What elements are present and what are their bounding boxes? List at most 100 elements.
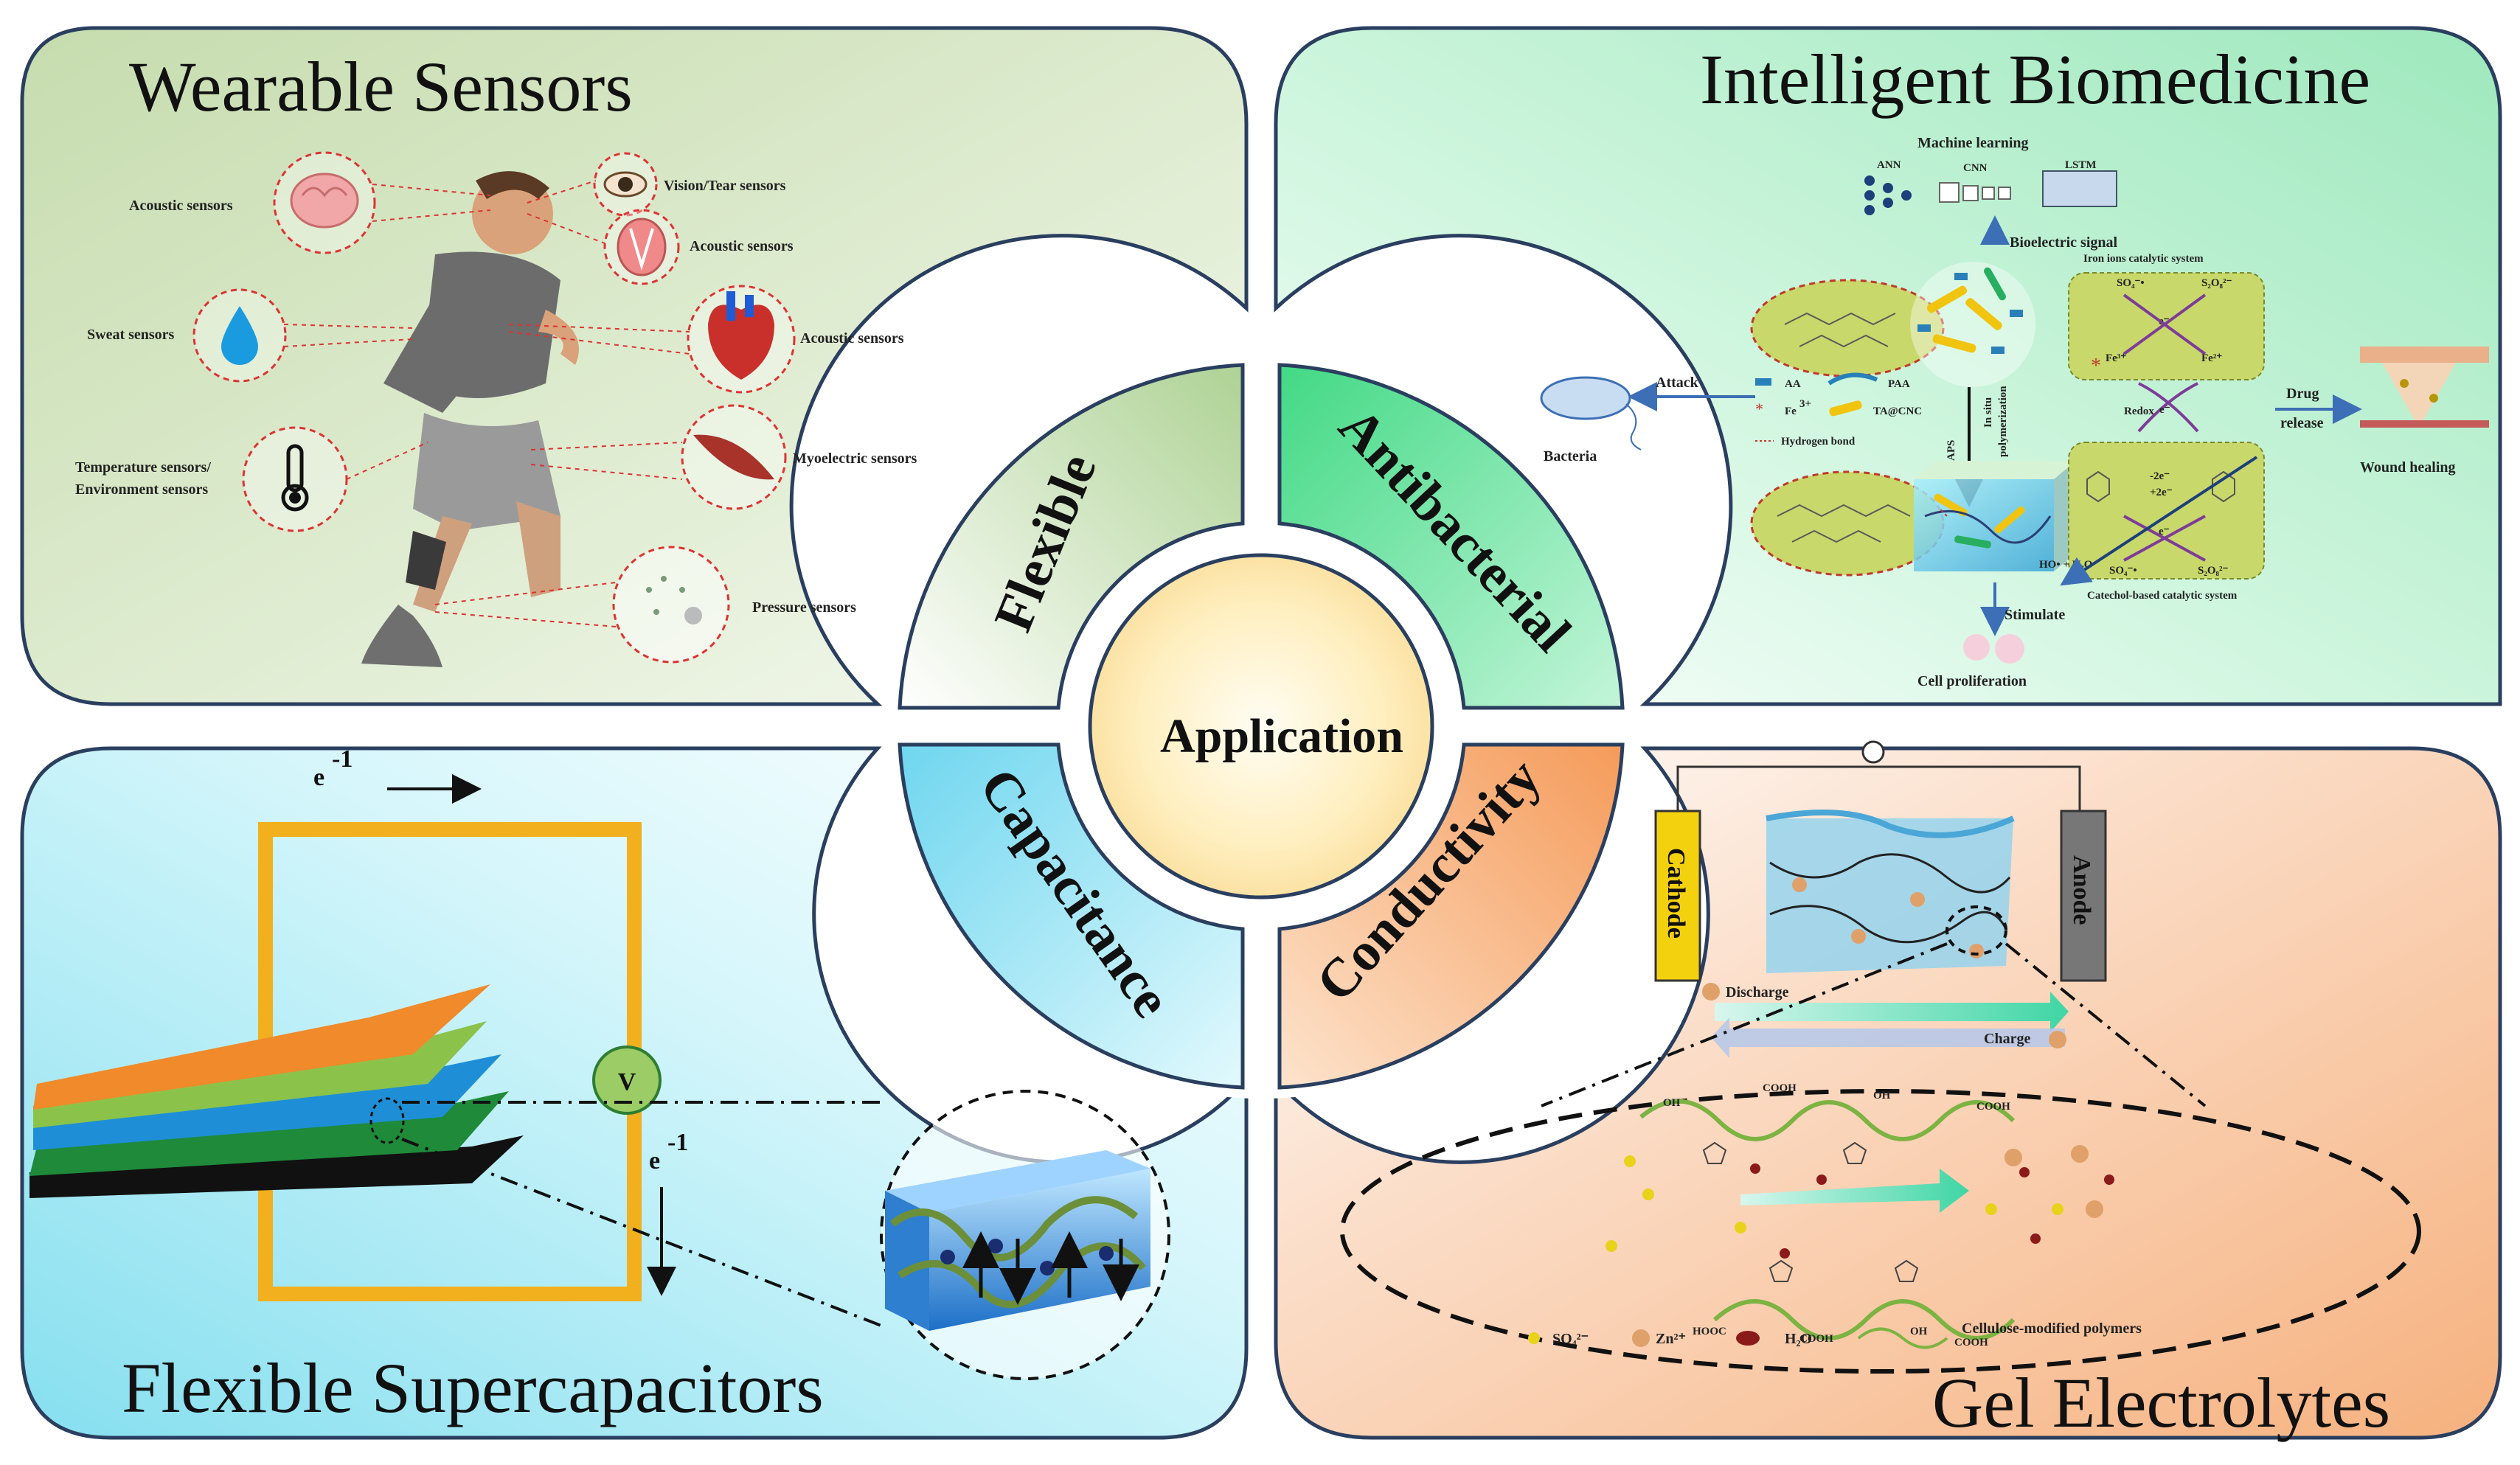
label-insitu-1: In situ xyxy=(1982,397,1994,428)
cnn-blocks xyxy=(1939,182,2011,203)
sensor-eye xyxy=(593,152,658,217)
redox-e: e⁻ xyxy=(2159,404,2170,416)
label-bacteria: Bacteria xyxy=(1544,448,1597,464)
legend-aa: AA xyxy=(1785,378,1801,390)
iron-fe3: Fe³⁺ xyxy=(2106,352,2126,364)
anode-label: Anode xyxy=(2068,855,2095,925)
label-acoustic-heart: Acoustic sensors xyxy=(800,330,904,347)
electrode-stack xyxy=(29,984,524,1198)
label-aps: APS xyxy=(1945,440,1957,461)
sensor-temperature xyxy=(242,426,348,532)
gel-zoom-ellipse xyxy=(1340,1089,2421,1374)
label-wound: Wound healing xyxy=(2360,459,2456,476)
label-catechol-system: Catechol-based catalytic system xyxy=(2087,590,2238,602)
cathode-bar xyxy=(1654,810,1701,982)
label-acoustic-left: Acoustic sensors xyxy=(129,198,233,214)
legend-fe-sup: 3+ xyxy=(1799,398,1811,410)
sensor-pressure xyxy=(612,546,730,664)
catechol-minus2e: -2e⁻ xyxy=(2150,470,2170,482)
anode-bar xyxy=(2060,810,2107,982)
chain-oh-3: OH xyxy=(1910,1326,1928,1337)
label-stimulate: Stimulate xyxy=(2004,607,2065,623)
charge-arrow xyxy=(1711,1017,2065,1058)
label-insitu-2: polymerization xyxy=(1997,386,2009,457)
label-acoustic-throat: Acoustic sensors xyxy=(690,238,794,254)
electron-mid: e xyxy=(649,1147,660,1175)
chain-cooh-3: COOH xyxy=(1799,1333,1833,1345)
ring-segment-flexible xyxy=(898,363,1245,710)
biomedicine-section: Intelligent Biomedicine Machine learning… xyxy=(1540,40,2489,689)
ring-segment-capacitance xyxy=(898,742,1245,1090)
label-charge: Charge xyxy=(1984,1031,2030,1047)
catechol-system-box xyxy=(2068,442,2265,580)
application-ring: Application Flexible Antibacterial Capac… xyxy=(889,354,1634,1099)
label-redox: Redox xyxy=(2124,406,2154,417)
legend-so4: SO₄²⁻ xyxy=(1552,1331,1589,1347)
lstm-block xyxy=(2042,170,2117,207)
electron-top-sup: -1 xyxy=(332,745,353,773)
label-drug-2: release xyxy=(2280,415,2324,431)
chain-cooh-1: COOH xyxy=(1763,1082,1797,1094)
bulb-icon xyxy=(1861,740,1885,764)
label-lstm: LSTM xyxy=(2065,159,2097,171)
legend-fe-star: * xyxy=(1755,400,1763,418)
gel-cube xyxy=(1914,461,2076,571)
sensor-heart xyxy=(687,285,796,394)
catechol-s2o8: S₂O₈²⁻ xyxy=(2198,565,2229,577)
chain-cooh-2: COOH xyxy=(1976,1101,2010,1113)
gel-title: Gel Electrolytes xyxy=(1932,1363,2390,1442)
sensor-connectors xyxy=(283,180,690,627)
iron-star: * xyxy=(2091,355,2101,377)
ion-flow-arrow xyxy=(1740,1169,1969,1213)
chain-oh-2: OH xyxy=(1873,1090,1891,1102)
wearable-title: Wearable Sensors xyxy=(129,47,633,126)
biomed-title: Intelligent Biomedicine xyxy=(1700,40,2370,119)
polymer-chain-top xyxy=(1639,1099,2016,1141)
electron-mid-sup: -1 xyxy=(667,1129,688,1156)
ions xyxy=(1606,1145,2114,1259)
polymer-chain-bottom xyxy=(1712,1299,2016,1340)
catechol-so4: SO₄⁻• xyxy=(2109,565,2137,577)
nanorods xyxy=(1917,267,2023,354)
label-iron-system: Iron ions catalytic system xyxy=(2083,253,2204,265)
label-vision: Vision/Tear sensors xyxy=(664,178,786,194)
ann-network xyxy=(1864,175,1912,215)
runner-figure xyxy=(361,171,579,667)
iron-fe2: Fe²⁺ xyxy=(2201,352,2222,364)
legend-paa: PAA xyxy=(1888,378,1910,390)
sensor-throat xyxy=(603,209,680,285)
sensor-sweat xyxy=(192,288,287,383)
voltmeter-label: V xyxy=(618,1068,636,1096)
label-pressure: Pressure sensors xyxy=(752,599,856,616)
legend-h2o: H₂O xyxy=(1785,1331,1812,1347)
sensor-brain xyxy=(273,151,376,254)
gel-electrolyte-section: Gel Electrolytes Cathode Anode Discharge… xyxy=(1340,740,2421,1442)
zoom-source-ellipse xyxy=(369,1097,405,1144)
iron-so4: SO₄⁻• xyxy=(2117,277,2145,289)
center-circle xyxy=(1088,553,1434,899)
discharge-arrow xyxy=(1715,992,2069,1032)
label-sweat: Sweat sensors xyxy=(87,327,175,343)
label-bioelectric: Bioelectric signal xyxy=(2010,234,2118,251)
label-myoelectric: Myoelectric sensors xyxy=(793,450,917,467)
label-attack: Attack xyxy=(1656,375,1699,391)
supercap-title: Flexible Supercapacitors xyxy=(122,1349,824,1427)
label-drug-1: Drug xyxy=(2286,386,2319,402)
ring-segment-antibacterial xyxy=(1277,363,1625,710)
label-cnn: CNN xyxy=(1963,162,1988,174)
label-ann: ANN xyxy=(1877,159,1901,171)
sensor-muscle xyxy=(681,404,787,510)
voltmeter xyxy=(592,1045,662,1115)
wearable-sensors-section: Wearable Sensors Acoustic sensors Vis xyxy=(75,47,917,667)
chain-oh-1: OH xyxy=(1663,1097,1681,1109)
electron-top: e xyxy=(313,764,324,791)
chain-cooh-4: COOH xyxy=(1954,1337,1988,1349)
label-machine-learning: Machine learning xyxy=(1917,135,2029,151)
legend-hbond: Hydrogen bond xyxy=(1781,436,1856,448)
ring-segment-conductivity xyxy=(1277,742,1625,1090)
iron-s2o8: S₂O₈²⁻ xyxy=(2201,277,2232,289)
electrolyte-block xyxy=(885,1150,1150,1331)
cathode-label: Cathode xyxy=(1662,848,1690,939)
catechol-plus2e: +2e⁻ xyxy=(2150,487,2173,498)
